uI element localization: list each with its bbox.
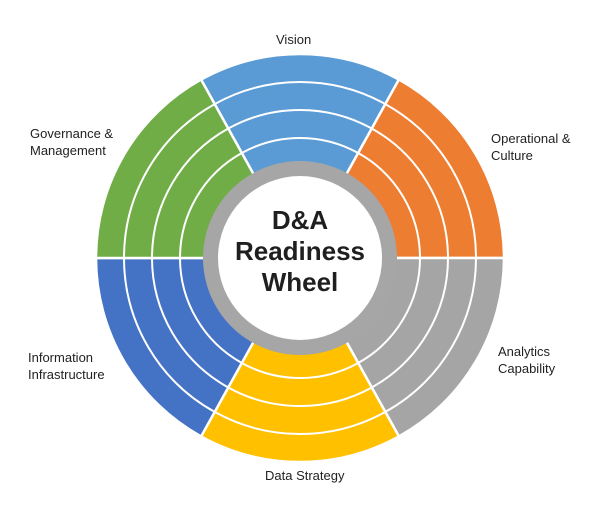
- label-operational-culture: Operational & Culture: [491, 131, 571, 163]
- segment-information-ring-divider: [179, 257, 243, 364]
- segment-data-strategy-ring-divider: [214, 411, 386, 435]
- wheel-title: D&A Readiness Wheel: [234, 205, 366, 297]
- segment-information-ring-divider: [151, 257, 229, 389]
- segment-analytics-ring-divider: [371, 257, 449, 389]
- label-information-infrastructure: Information Infrastructure: [28, 350, 105, 382]
- segment-vision-ring-divider: [241, 137, 359, 154]
- label-data-strategy: Data Strategy: [265, 468, 345, 483]
- segment-governance-ring-divider: [179, 152, 243, 259]
- segment-governance-ring-divider: [151, 127, 229, 259]
- segment-information-ring-divider: [123, 257, 216, 413]
- hub-center: [218, 176, 382, 340]
- segment-operational-ring-divider: [384, 103, 477, 259]
- segment-operational-ring-divider: [357, 152, 421, 259]
- segment-analytics-ring-divider: [357, 257, 421, 364]
- segment-analytics-ring-divider: [384, 257, 477, 413]
- segment-data-strategy-ring-divider: [241, 362, 359, 379]
- segment-data-strategy-ring-divider: [227, 386, 373, 407]
- segment-governance-ring-divider: [123, 103, 216, 259]
- label-analytics-capability: Analytics Capability: [498, 344, 556, 376]
- segment-operational-ring-divider: [371, 127, 449, 259]
- label-governance-management: Governance & Management: [30, 126, 114, 158]
- label-vision: Vision: [276, 32, 312, 47]
- segment-vision-ring-divider: [227, 109, 373, 130]
- segment-vision-ring-divider: [214, 81, 386, 105]
